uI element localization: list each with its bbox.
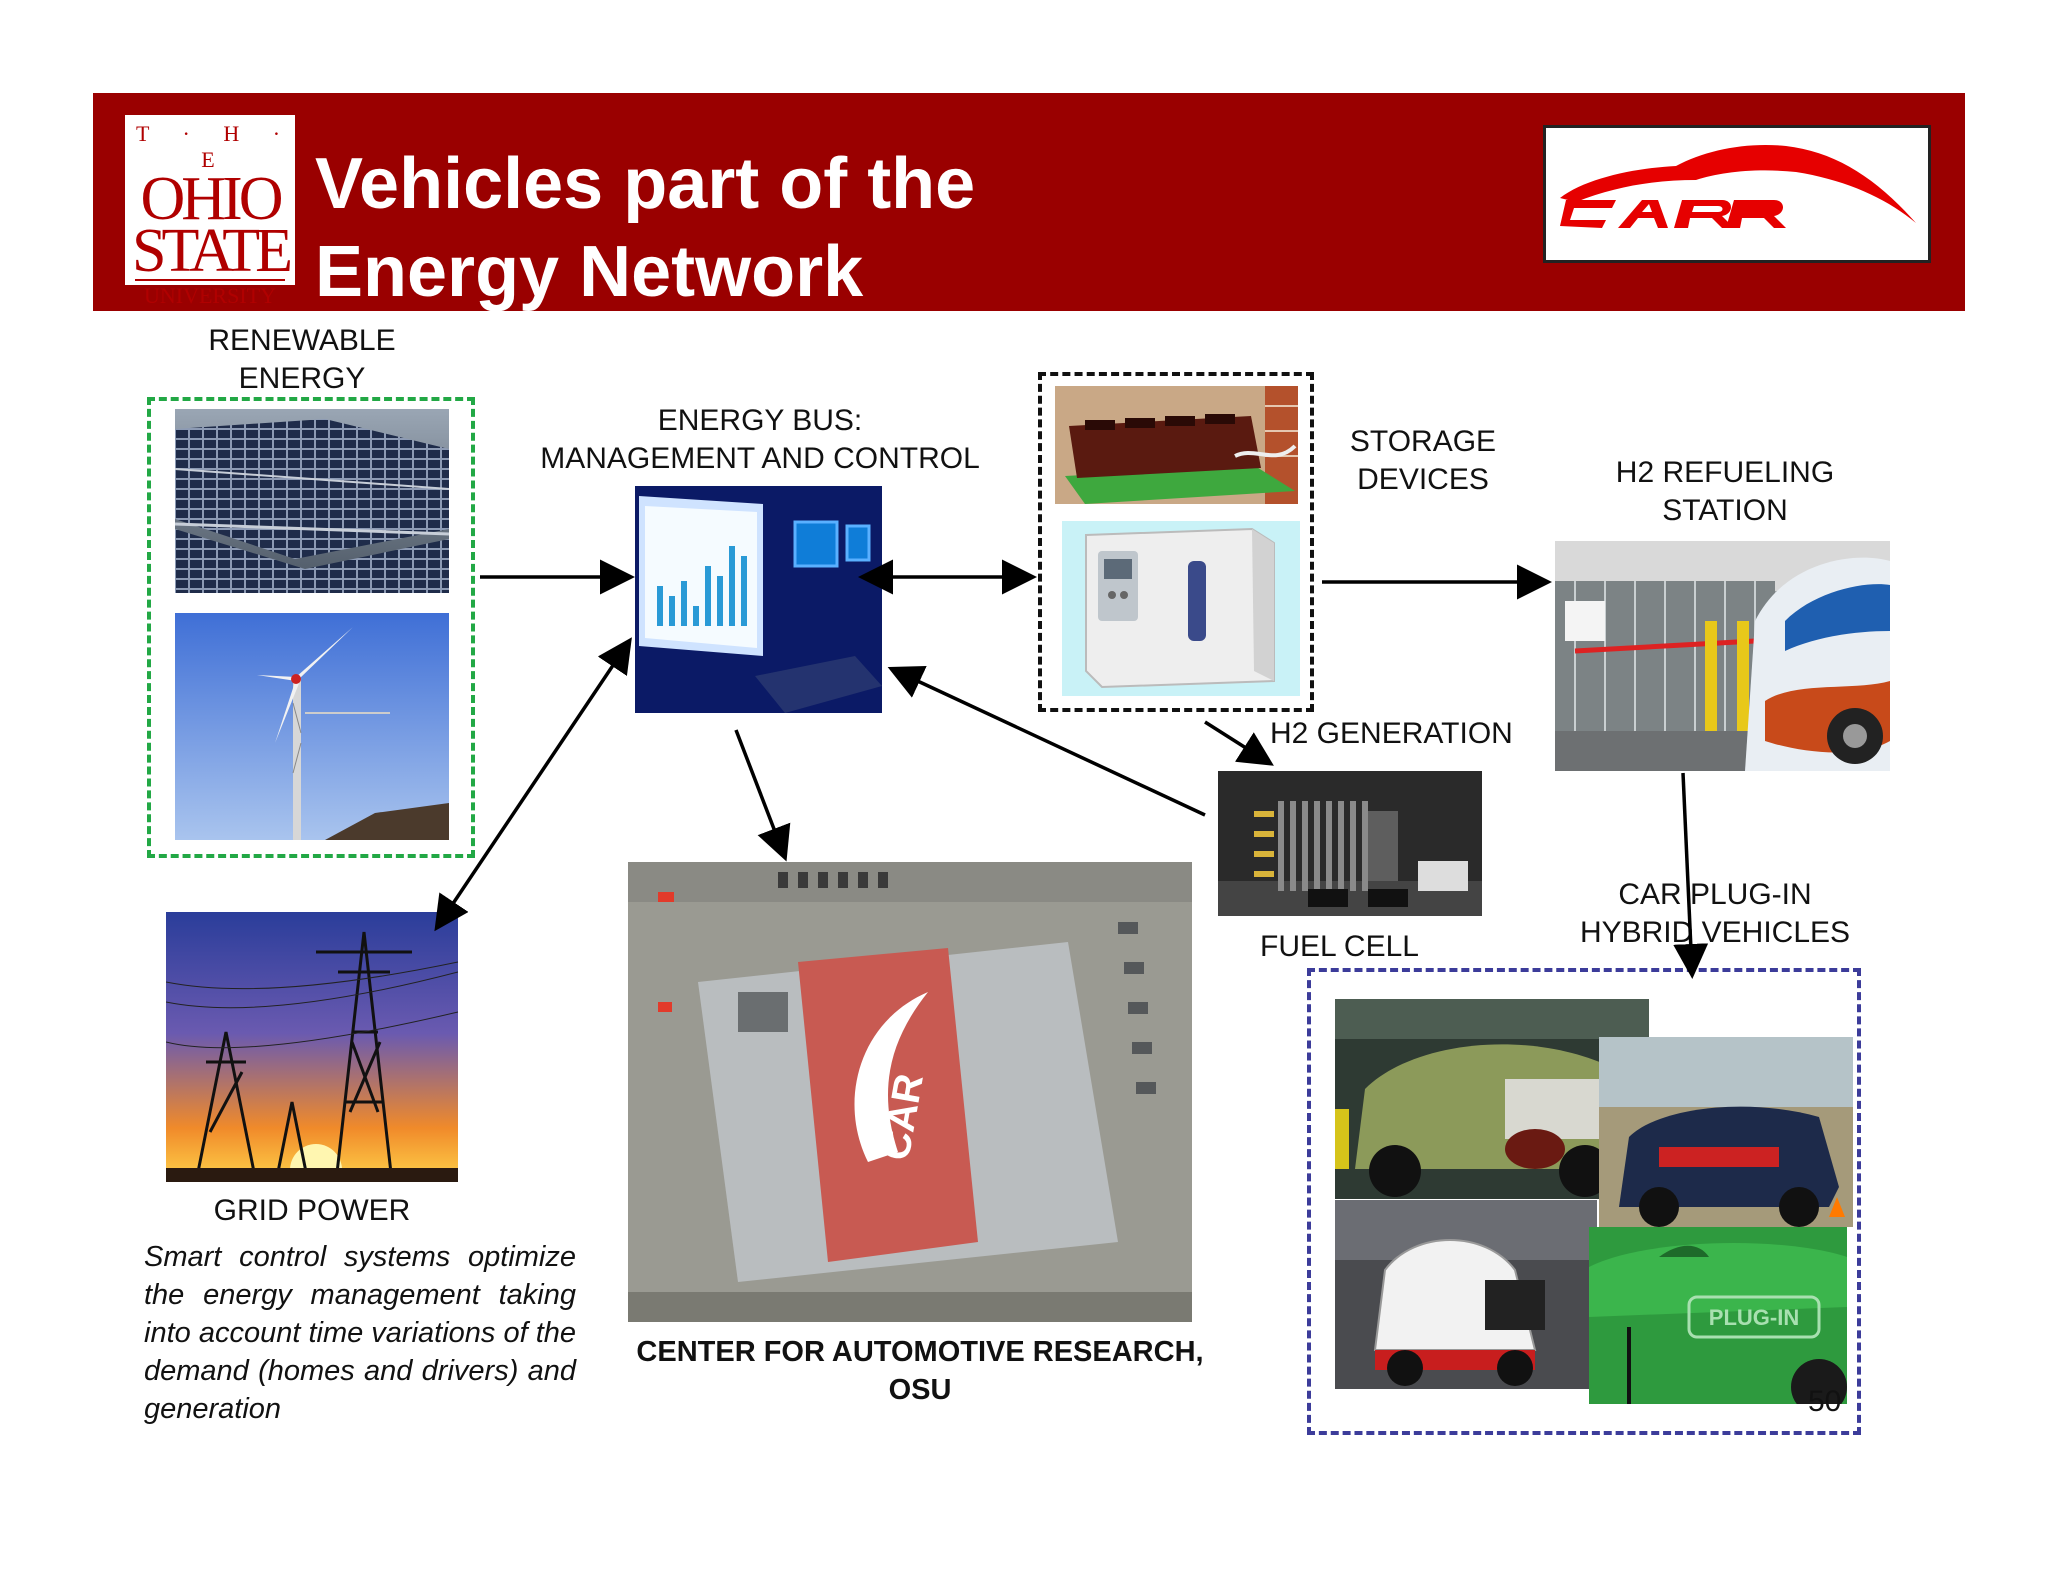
storage-devices-label-line1: STORAGE <box>1349 425 1497 458</box>
energy-bus-label-line2: MANAGEMENT AND CONTROL <box>540 442 980 475</box>
battery-bank-image <box>1055 386 1298 504</box>
grid-power-image <box>166 912 458 1182</box>
renewable-energy-label: RENEWABLE ENERGY <box>208 324 396 395</box>
osu-logo-ohio: OHIO <box>140 165 284 233</box>
wind-turbine-image <box>175 613 449 840</box>
storage-devices-group <box>1038 372 1314 712</box>
small-electric-car-image <box>1335 1200 1597 1389</box>
center-automotive-research-label: CENTER FOR AUTOMOTIVE RESEARCH, OSU <box>600 1333 1240 1409</box>
h2-refueling-label-line1: H2 REFUELING <box>1615 456 1835 489</box>
fuel-cell-label: FUEL CELL <box>1260 930 1419 963</box>
car-silhouette-logo-icon <box>1560 144 1916 228</box>
center-label-line2: OSU <box>888 1374 952 1406</box>
osu-logo-rule <box>135 279 285 281</box>
osu-logo: T · H · E OHIO STATE UNIVERSITY <box>125 115 295 308</box>
fuel-cell-image <box>1218 771 1482 916</box>
page-number: 50 <box>1808 1385 1842 1418</box>
plugin-hybrid-group <box>1307 968 1861 1435</box>
car-center-aerial-image: CAR <box>628 862 1192 1322</box>
plugin-badge-text: PLUG-IN <box>1709 1305 1799 1330</box>
h2-generator-image <box>1062 521 1300 696</box>
h2-generation-label: H2 GENERATION <box>1270 717 1513 750</box>
storage-devices-label: STORAGE DEVICES <box>1330 423 1516 499</box>
arrow-grid-bus <box>434 637 632 932</box>
grid-power-label: GRID POWER <box>213 1194 411 1227</box>
plugin-hybrid-label-line1: CAR PLUG-IN <box>1618 878 1812 911</box>
car-logo <box>1543 125 1931 263</box>
description-text: Smart control systems optimize the energ… <box>144 1241 577 1425</box>
slide-title-line2: Energy Network <box>315 232 864 312</box>
energy-bus-label: ENERGY BUS: MANAGEMENT AND CONTROL <box>510 402 1010 478</box>
h2-refueling-station-image <box>1555 541 1890 771</box>
solar-panels-image <box>175 409 449 593</box>
prius-hybrid-image <box>1335 999 1649 1199</box>
plugin-car-image: PLUG-IN <box>1589 1227 1847 1404</box>
h2-refueling-label-line2: STATION <box>1662 494 1788 527</box>
arrow-fuelcell-to-bus <box>887 665 1206 817</box>
osu-logo-state: STATE <box>131 217 293 285</box>
osu-logo-the: T · H · E <box>135 121 295 172</box>
rally-suv-image <box>1599 1037 1853 1227</box>
plugin-hybrid-label-line2: HYBRID VEHICLES <box>1579 916 1851 949</box>
energy-bus-monitor-image <box>635 486 882 713</box>
energy-bus-label-line1: ENERGY BUS: <box>657 404 863 437</box>
arrow-storage-to-fuelcell <box>1204 720 1274 766</box>
slide-title-line1: Vehicles part of the <box>315 144 976 224</box>
plugin-hybrid-label: CAR PLUG-IN HYBRID VEHICLES <box>1545 876 1885 952</box>
arrow-refueling-to-vehicles <box>1673 772 1709 979</box>
h2-refueling-label: H2 REFUELING STATION <box>1590 454 1860 530</box>
arrow-bus-to-center <box>734 729 791 862</box>
osu-logo-university: UNIVERSITY <box>144 283 276 308</box>
slide-title: Vehicles part of the Energy Network <box>315 140 1215 316</box>
center-label-line1: CENTER FOR AUTOMOTIVE RESEARCH, <box>636 1336 1204 1368</box>
renewable-energy-group <box>147 397 475 858</box>
storage-devices-label-line2: DEVICES <box>1357 463 1489 496</box>
